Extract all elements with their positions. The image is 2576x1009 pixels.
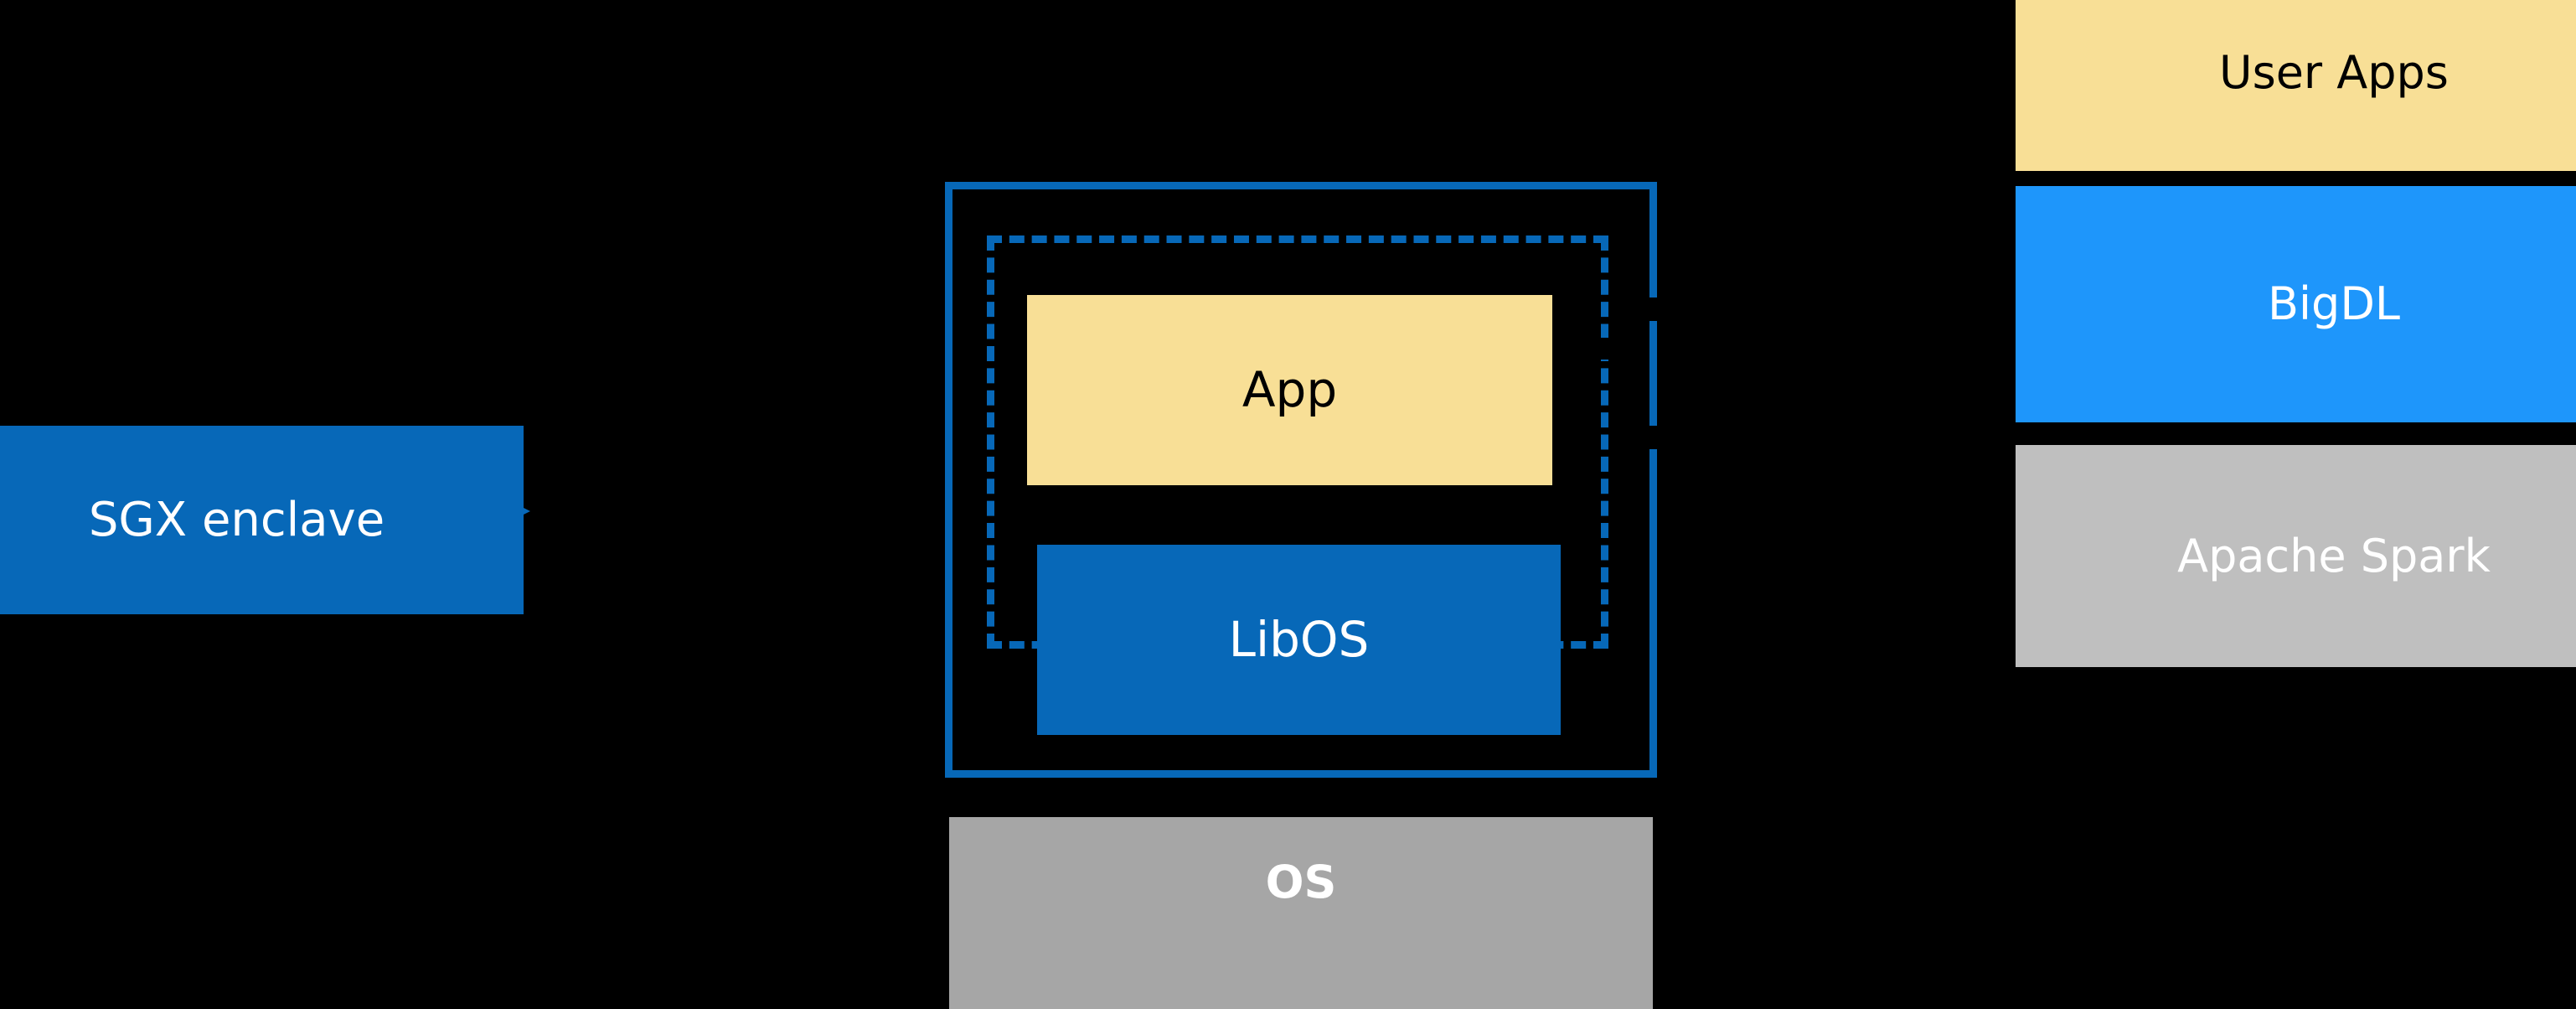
- bigdl-box[interactable]: BigDL: [2016, 186, 2576, 422]
- app-box[interactable]: App: [1027, 295, 1552, 485]
- user-apps-label: User Apps: [2219, 45, 2449, 99]
- sgx-enclave-box[interactable]: SGX enclave: [0, 426, 524, 614]
- user-apps-box[interactable]: User Apps: [2016, 0, 2576, 171]
- libos-box[interactable]: LibOS: [1037, 545, 1561, 735]
- libos-label: LibOS: [1228, 610, 1370, 668]
- bigdl-label: BigDL: [2268, 277, 2400, 331]
- apache-spark-box[interactable]: Apache Spark: [2016, 445, 2576, 667]
- app-label: App: [1242, 360, 1338, 418]
- apache-spark-label: Apache Spark: [2177, 529, 2491, 582]
- sgx-enclave-arrow-icon: [519, 505, 530, 517]
- sgx-enclave-label: SGX enclave: [88, 492, 385, 547]
- os-box[interactable]: OS: [949, 817, 1653, 1009]
- enclave-boundary-container: [945, 182, 1657, 778]
- os-label: OS: [1265, 856, 1337, 908]
